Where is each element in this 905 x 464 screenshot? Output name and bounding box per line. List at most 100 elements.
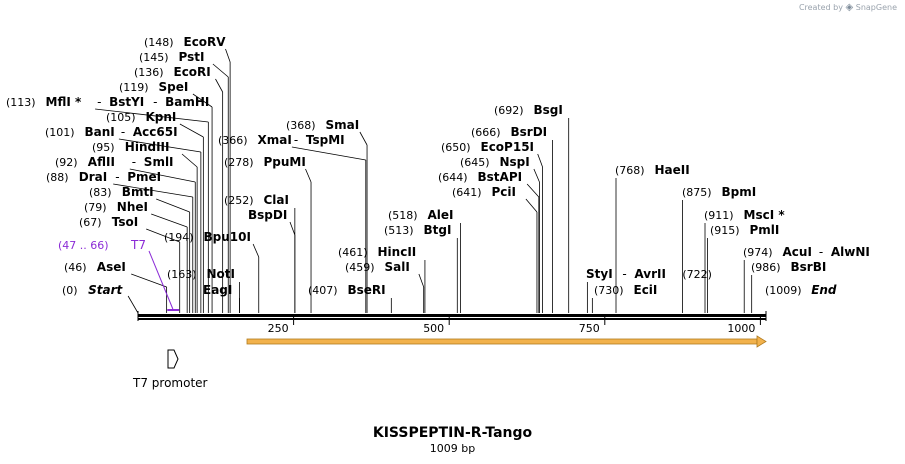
site-smai-position: (368) [286,119,316,132]
site-aflii-name[interactable]: AflII [88,155,115,169]
site-ppumi-name[interactable]: PpuMI [264,155,306,169]
site-styi-name[interactable]: StyI [586,267,613,281]
site-hindiii-name[interactable]: HindIII [125,140,170,154]
site-bsgi-name[interactable]: BsgI [534,103,563,117]
site-tsoi-name[interactable]: TsoI [112,215,138,229]
site-ecorv-position: (148) [144,36,174,49]
site-ecop15i-connector-a [537,153,543,168]
site-ecori-connector-a [215,78,223,93]
site-acui-name[interactable]: AcuI [783,245,812,259]
site-ecorv-name[interactable]: EcoRV [184,35,227,49]
site-styi-extra-name[interactable]: AvrII [634,267,666,281]
site-bstapi-connector-a [526,183,540,198]
site-bseri-name[interactable]: BseRI [348,283,386,297]
t7-region-marker [167,309,180,311]
site-smai-name[interactable]: SmaI [326,118,360,132]
orf-bar[interactable] [246,338,758,345]
site-bpmi-name[interactable]: BpmI [722,185,757,199]
tick-label-500: 500 [423,322,444,335]
site-ppumi-position: (278) [224,156,254,169]
site-acui-extra-name[interactable]: AlwNI [831,245,870,259]
site-mfli-extra2-name[interactable]: BamHI [165,95,209,109]
feature-label-t7-promoter[interactable]: T7 promoter [133,376,208,390]
site-drai-connector-a [113,183,193,198]
site-bmti-connector-a [156,198,190,213]
site-drai-separator: - [115,170,119,184]
site-t7-name[interactable]: T7 [130,238,146,252]
site-mfli-connector-a [95,108,209,123]
t7-promoter-arrow[interactable] [167,349,179,369]
site-alei-position: (518) [388,209,418,222]
site-sali-position: (459) [345,261,375,274]
site-nhei-position: (79) [84,201,107,214]
site-bani-name[interactable]: BanI [85,125,115,139]
site-asei-name[interactable]: AseI [97,260,126,274]
site-ecop15i-position: (650) [441,141,471,154]
site-nspi-name[interactable]: NspI [500,155,530,169]
site-sali-name[interactable]: SalI [385,260,410,274]
site-aflii-connector-a [129,168,196,183]
site-hincii-name[interactable]: HincII [378,245,417,259]
site-bmti-position: (83) [89,186,112,199]
site-xmai-extra-name[interactable]: TspMI [306,133,345,147]
site-psti-name[interactable]: PstI [179,50,205,64]
site-haeii-name[interactable]: HaeII [655,163,690,177]
site-pcii-name[interactable]: PciI [492,185,517,199]
site-pcii-position: (641) [452,186,482,199]
site-psti-position: (145) [139,51,169,64]
site-start-name[interactable]: Start [88,283,123,297]
site-bsrdi-position: (666) [471,126,501,139]
site-ecii-name[interactable]: EciI [634,283,658,297]
site-xmai-separator: - [294,133,298,147]
site-xmai-name[interactable]: XmaI [258,133,292,147]
site-btgi-name[interactable]: BtgI [424,223,452,237]
site-bpu10i-connector-a [252,243,260,258]
site-hincii-position: (461) [338,246,368,259]
site-end-name[interactable]: End [811,283,837,297]
site-bmti-name[interactable]: BmtI [122,185,154,199]
site-start-connector [127,295,139,314]
site-bani-separator: - [121,125,125,139]
site-bstapi-name[interactable]: BstAPI [478,170,523,184]
site-aflii-position: (92) [55,156,78,169]
site-bani-extra-name[interactable]: Acc65I [133,125,178,139]
site-sali-connector-a [418,273,425,288]
site-kpni-name[interactable]: KpnI [146,110,177,124]
site-mfli-extra-name[interactable]: BstYI [109,95,144,109]
site-ecop15i-name[interactable]: EcoP15I [481,140,535,154]
site-ecori-position: (136) [134,66,164,79]
site-aflii-extra-name[interactable]: SmlI [144,155,174,169]
site-spei-name[interactable]: SpeI [159,80,189,94]
site-clai-name[interactable]: ClaI [264,193,289,207]
snapgene-logo-icon: ◈ [845,2,854,13]
site-mfli-name[interactable]: MflI * [46,95,82,109]
site-nhei-name[interactable]: NheI [117,200,148,214]
site-bsrbi-name[interactable]: BsrBI [791,260,827,274]
tick-label-250: 250 [268,322,289,335]
site-bseri-position: (407) [308,284,338,297]
site-tsoi-position: (67) [79,216,102,229]
site-bsrdi-name[interactable]: BsrDI [511,125,548,139]
site-msci-name[interactable]: MscI * [744,208,786,222]
backbone-bottom-strand [138,318,766,320]
site-drai-name[interactable]: DraI [79,170,107,184]
site-end-position: (1009) [765,284,802,297]
site-noti-name[interactable]: NotI [207,267,236,281]
site-pcii-connector-a [525,198,538,213]
orf-arrowhead[interactable] [756,335,767,348]
site-styi-separator: - [622,267,626,281]
site-tsoi-connector-a [146,228,180,243]
site-styi-extra-position: (722) [682,268,712,281]
watermark-brand: SnapGene [855,3,897,12]
site-alei-name[interactable]: AleI [428,208,454,222]
site-t7-position: (47 .. 66) [58,239,109,252]
site-bspdi-name[interactable]: BspDI [248,208,287,222]
sequence-length: 1009 bp [429,442,476,455]
site-pmli-name[interactable]: PmlI [750,223,780,237]
site-bpu10i-name[interactable]: Bpu10I [204,230,251,244]
site-kpni-position: (105) [106,111,136,124]
site-ecori-name[interactable]: EcoRI [174,65,211,79]
site-eagi-name[interactable]: EagI [203,283,232,297]
site-haeii-position: (768) [615,164,645,177]
site-noti-position: (163) [167,268,197,281]
